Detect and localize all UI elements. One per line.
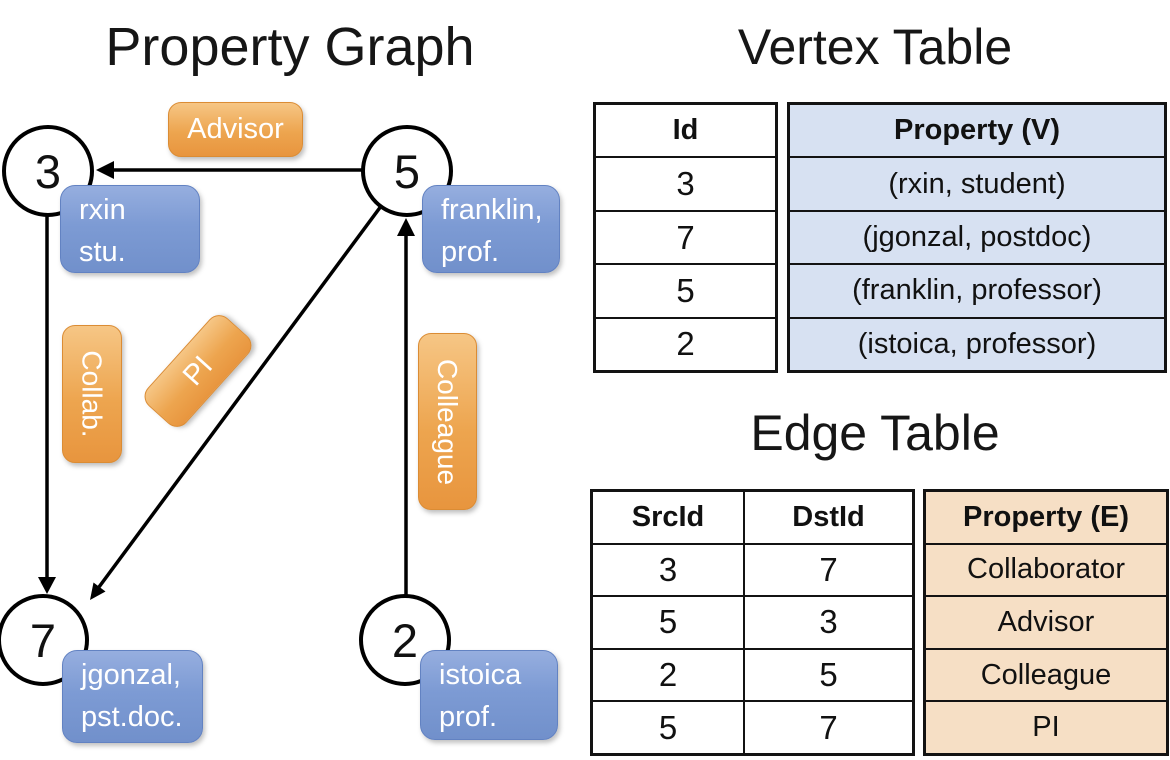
vertex-id-header: Id xyxy=(672,114,699,147)
edge-dstid-cell: 7 xyxy=(819,550,838,588)
rxin-line1: rxin xyxy=(79,194,126,226)
edge-label-collab: Collab. xyxy=(62,325,122,463)
istoica-line1: istoica xyxy=(439,659,522,691)
franklin-line2: prof. xyxy=(441,236,500,268)
jgonzal-line2: pst.doc. xyxy=(81,701,183,733)
property-graph-title: Property Graph xyxy=(105,17,475,77)
node-5-id: 5 xyxy=(393,144,421,198)
vertex-id-row: 3 xyxy=(596,156,775,209)
arrowhead-into-7-diagonal xyxy=(90,582,106,600)
edge-label-colleague: Colleague xyxy=(418,333,477,510)
vertex-property-box-istoica: istoica prof. xyxy=(420,650,558,740)
vertex-property-box-jgonzal: jgonzal, pst.doc. xyxy=(62,650,203,743)
collab-label-text: Collab. xyxy=(77,350,109,438)
vertex-id-row: 7 xyxy=(596,209,775,263)
graph-node-2: 2 xyxy=(359,594,451,686)
edge-dstid-cell: 7 xyxy=(819,708,838,746)
vertex-id-row: 5 xyxy=(596,263,775,316)
edge-srcid-cell: 3 xyxy=(593,544,745,596)
edge-srcid-cell: 5 xyxy=(593,597,745,648)
edge-property-header: Property (E) xyxy=(963,500,1129,533)
edge-srcid-cell: 5 xyxy=(593,702,745,753)
arrowhead-into-5 xyxy=(397,218,415,236)
edge-srcid-header: SrcId xyxy=(593,492,745,543)
edge-dstid-cell: 3 xyxy=(819,603,838,641)
edge-table-src-dst-columns: SrcId DstId 3 7 5 3 2 5 5 7 xyxy=(590,489,915,756)
edge-dstid-header: DstId xyxy=(792,500,865,533)
node-3-id: 3 xyxy=(34,144,62,198)
vertex-property-box-rxin: rxin stu. xyxy=(60,185,200,273)
graph-edges-layer xyxy=(38,161,415,640)
franklin-line1: franklin, xyxy=(441,194,543,226)
node-2-id: 2 xyxy=(391,613,419,667)
arrowhead-into-7-vertical xyxy=(38,577,56,594)
node-7-id: 7 xyxy=(29,613,57,667)
edge-srcid-cell: 2 xyxy=(593,649,745,701)
edge-property-row: Colleague xyxy=(926,647,1166,701)
advisor-label-text: Advisor xyxy=(187,113,284,145)
vertex-property-row: (rxin, student) xyxy=(790,156,1164,209)
vertex-property-row: (istoica, professor) xyxy=(790,316,1164,370)
edge-label-advisor: Advisor xyxy=(168,102,303,157)
vertex-property-box-franklin: franklin, prof. xyxy=(422,185,560,273)
jgonzal-line1: jgonzal, xyxy=(81,659,181,691)
edge-property-row: Collaborator xyxy=(926,542,1166,596)
arrowhead-into-3 xyxy=(96,161,114,179)
edge-property-row: Advisor xyxy=(926,595,1166,648)
rxin-line2: stu. xyxy=(79,236,126,268)
colleague-label-text: Colleague xyxy=(432,358,464,485)
vertex-table-property-column: Property (V) (rxin, student) (jgonzal, p… xyxy=(787,102,1167,373)
vertex-table-id-column: Id 3 7 5 2 xyxy=(593,102,778,373)
istoica-line2: prof. xyxy=(439,701,498,733)
edge-dstid-cell: 5 xyxy=(819,656,838,694)
pi-label-text: PI xyxy=(176,349,219,392)
vertex-table-title: Vertex Table xyxy=(737,19,1013,75)
edge-table-property-column: Property (E) Collaborator Advisor Collea… xyxy=(923,489,1169,756)
edge-line-5-7 xyxy=(97,169,409,589)
vertex-property-row: (jgonzal, postdoc) xyxy=(790,209,1164,263)
edge-table-title: Edge Table xyxy=(750,405,1000,461)
edge-property-row: PI xyxy=(926,700,1166,753)
vertex-id-row: 2 xyxy=(596,316,775,370)
vertex-property-row: (franklin, professor) xyxy=(790,263,1164,316)
vertex-property-header: Property (V) xyxy=(894,114,1060,147)
